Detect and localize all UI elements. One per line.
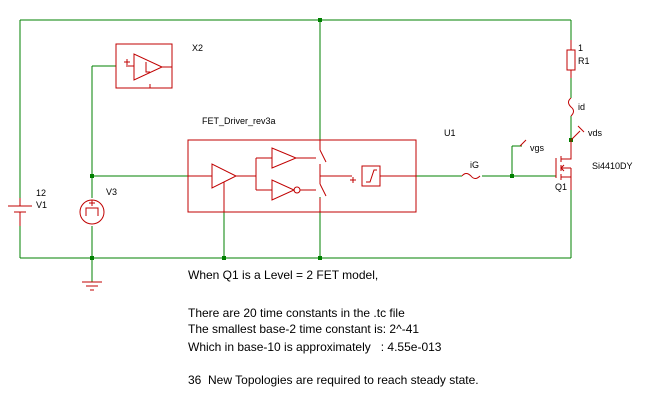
lower-inverter: [271, 179, 296, 201]
vgs-probe-tip: [519, 139, 527, 147]
v3-source: [79, 199, 105, 225]
junction-bottom-driver: [222, 256, 226, 260]
junction-top-mid: [318, 18, 322, 22]
q1-label: Q1: [555, 182, 567, 192]
v3-pulse-symbol: [85, 207, 99, 216]
junction-v3: [90, 174, 94, 178]
vgs-probe: [519, 139, 527, 147]
output-source-box: [361, 165, 381, 187]
r1-body: [566, 49, 576, 71]
wires: [19, 19, 572, 282]
note-line-3: The smallest base-2 time constant is: 2^…: [188, 322, 420, 336]
upper-switch-blade: [319, 149, 327, 163]
x2-ground-lead: [149, 84, 158, 89]
fet-driver-label: FET_Driver_rev3a: [202, 116, 276, 126]
upper-buffer: [271, 147, 298, 169]
note-line-5: 36 New Topologies are required to reach …: [188, 373, 479, 387]
x2-label: X2: [192, 43, 203, 53]
q1-mosfet: [555, 140, 572, 190]
v3-label: V3: [106, 187, 117, 197]
ig-probe: [461, 173, 481, 179]
junction-bottom-left: [90, 256, 94, 260]
fet-driver-block: [187, 139, 417, 213]
v1-value: 12: [36, 188, 46, 198]
id-label: id: [578, 102, 585, 112]
note-line-1: When Q1 is a Level = 2 FET model,: [188, 268, 379, 282]
x2-block: [115, 43, 173, 89]
ig-probe-coil: [461, 173, 481, 179]
r1-resistor: [566, 40, 576, 78]
vds-probe: [570, 125, 585, 141]
id-probe: [568, 97, 574, 117]
vds-probe-lead: [570, 130, 581, 141]
vgs-label: vgs: [530, 143, 545, 153]
q1-part-label: Si4410DY: [592, 161, 633, 171]
x2-amplifier: [133, 53, 164, 81]
junction-gate: [510, 174, 514, 178]
x2-inner-mark: [145, 62, 150, 73]
v1-battery: [8, 198, 32, 226]
r1-value: 1: [578, 43, 583, 53]
u1-label: U1: [444, 128, 456, 138]
vds-label: vds: [588, 128, 603, 138]
q1-drain: [561, 140, 572, 160]
x2-frame: [115, 43, 173, 89]
output-source-wave: [366, 169, 377, 183]
v1-name: V1: [36, 200, 47, 210]
r1-name: R1: [578, 56, 590, 66]
lower-switch-blade: [319, 183, 327, 197]
ig-label: iG: [470, 160, 479, 170]
vds-probe-tip: [577, 125, 585, 133]
note-line-4: Which in base-10 is approximately : 4.55…: [188, 340, 442, 354]
q1-arrow: [560, 164, 565, 172]
junction-bottom-mid: [318, 256, 322, 260]
junctions: [90, 18, 573, 260]
note-line-2: There are 20 time constants in the .tc f…: [188, 306, 405, 320]
id-probe-coil: [568, 97, 574, 117]
ground-symbol: [82, 281, 102, 291]
